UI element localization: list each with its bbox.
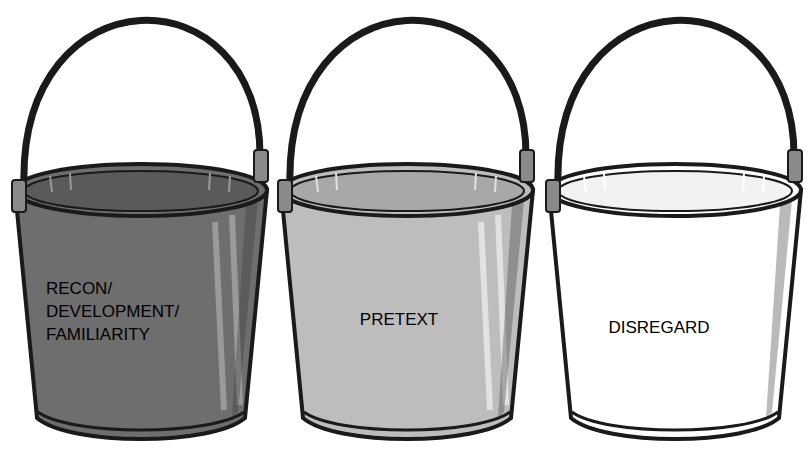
- bucket-label: DISREGARD: [559, 316, 759, 339]
- bucket-node: RECON/ DEVELOPMENT/ FAMILIARITY: [10, 0, 272, 456]
- bucket-inner-lines: [584, 173, 764, 192]
- bucket-lug: [254, 150, 268, 182]
- bucket-body: [549, 190, 801, 439]
- bucket-lug: [278, 180, 292, 212]
- bucket-rim: [15, 164, 267, 216]
- bucket-lug: [546, 180, 560, 212]
- bucket-rim: [281, 164, 533, 216]
- bucket-handle: [24, 20, 260, 186]
- bucket-handle: [558, 20, 794, 186]
- bucket-inner-lines: [316, 173, 496, 192]
- bucket-node: PRETEXT: [276, 0, 538, 456]
- bucket-shadow: [766, 200, 792, 418]
- bucket-shadow: [232, 200, 258, 418]
- bucket-bottom-rim: [572, 412, 778, 430]
- bucket-inner-lines: [50, 173, 230, 192]
- bucket-shape: [544, 0, 806, 456]
- bucket-shape: [10, 0, 272, 456]
- bucket-bottom-rim: [304, 412, 510, 430]
- bucket-body: [15, 190, 267, 439]
- bucket-opening: [290, 171, 524, 211]
- bucket-body: [281, 190, 533, 439]
- bucket-node: DISREGARD: [544, 0, 806, 456]
- bucket-bottom-rim: [38, 412, 244, 430]
- bucket-shadow: [498, 200, 524, 418]
- bucket-opening: [24, 171, 258, 211]
- bucket-label: RECON/ DEVELOPMENT/ FAMILIARITY: [46, 277, 206, 346]
- bucket-label: PRETEXT: [299, 308, 499, 331]
- bucket-handle: [290, 20, 526, 186]
- bucket-opening: [558, 171, 792, 211]
- bucket-lug: [788, 150, 802, 182]
- bucket-shape: [276, 0, 538, 456]
- bucket-lug: [12, 180, 26, 212]
- bucket-rim: [549, 164, 801, 216]
- bucket-lug: [520, 150, 534, 182]
